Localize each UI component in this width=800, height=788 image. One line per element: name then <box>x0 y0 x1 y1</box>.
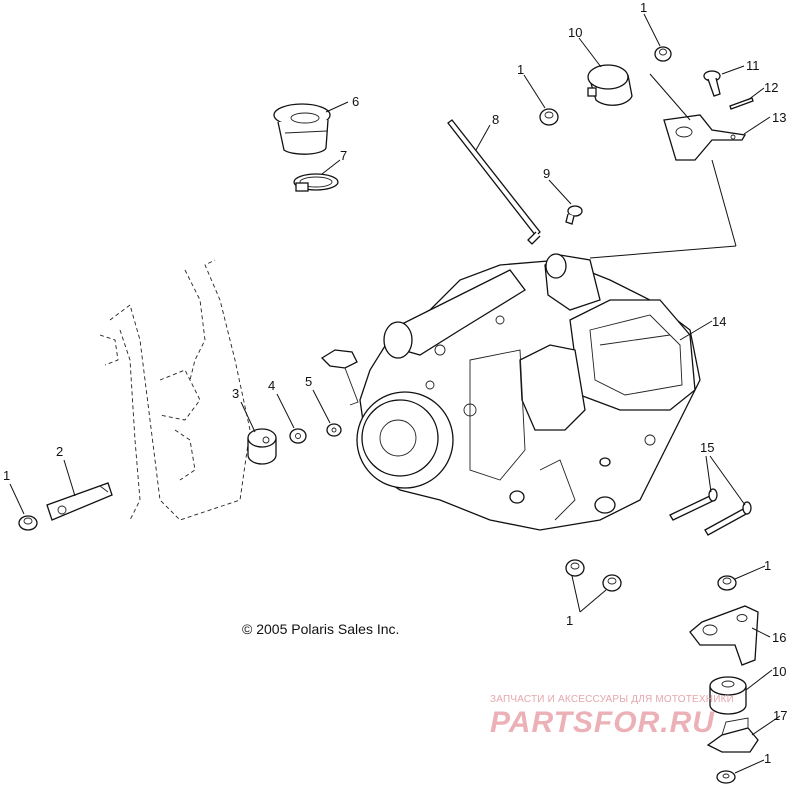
callout-7: 7 <box>340 148 347 163</box>
leader-lines <box>9 13 781 774</box>
bracket-17 <box>706 717 759 753</box>
callout-15: 15 <box>700 440 714 455</box>
rubber-mount-10-top <box>587 64 633 106</box>
watermark-tagline: ЗАПЧАСТИ И АКСЕССУАРЫ ДЛЯ МОТОТЕХНИКИ <box>490 694 735 705</box>
callout-17: 17 <box>773 708 787 723</box>
callout-10: 10 <box>568 25 582 40</box>
callout-13: 13 <box>772 110 786 125</box>
callout-12: 12 <box>764 80 778 95</box>
rubber-mount-3 <box>247 428 277 465</box>
lower-bracket-16 <box>689 605 759 666</box>
callout-3: 3 <box>232 386 239 401</box>
callout-8: 8 <box>492 112 499 127</box>
hose-clamp-7 <box>293 173 339 192</box>
callout-1: 1 <box>3 468 10 483</box>
bolts-15 <box>669 488 752 536</box>
bracket-plate <box>46 482 113 521</box>
washer-bottom-right <box>716 770 736 784</box>
copyright-notice: © 2005 Polaris Sales Inc. <box>242 621 400 637</box>
callout-1: 1 <box>764 751 771 766</box>
callout-16: 16 <box>772 630 786 645</box>
callout-6: 6 <box>352 94 359 109</box>
callout-labels: 1 1 1 1 1 1 2 3 4 5 6 7 8 9 10 10 11 12 … <box>3 0 787 766</box>
callout-10: 10 <box>772 664 786 679</box>
watermark-logo: PARTSFOR.RU <box>490 706 715 739</box>
nut-top-right <box>654 46 672 62</box>
washer-4 <box>289 428 307 444</box>
nut-top-middle <box>539 108 559 126</box>
nut-left <box>18 515 38 531</box>
engine-assembly-14 <box>320 253 701 531</box>
callout-9: 9 <box>543 166 550 181</box>
pin-12 <box>729 97 754 110</box>
callout-1: 1 <box>566 613 573 628</box>
frame-outline <box>99 259 251 521</box>
callout-1: 1 <box>764 558 771 573</box>
upper-bracket-13 <box>663 114 747 161</box>
callout-5: 5 <box>305 374 312 389</box>
callout-4: 4 <box>268 378 275 393</box>
callout-2: 2 <box>56 444 63 459</box>
nut-right <box>717 575 737 591</box>
nuts-bottom-middle <box>565 559 622 592</box>
nut-5 <box>326 423 342 437</box>
rubber-mount-10-bottom <box>709 676 747 715</box>
callout-11: 11 <box>746 58 760 73</box>
intake-boot-6 <box>273 103 331 155</box>
rod-8 <box>447 119 541 245</box>
callout-1: 1 <box>517 62 524 77</box>
callout-14: 14 <box>712 314 726 329</box>
bolt-11 <box>703 70 721 97</box>
bolt-9 <box>565 205 583 225</box>
callout-1: 1 <box>640 0 647 15</box>
